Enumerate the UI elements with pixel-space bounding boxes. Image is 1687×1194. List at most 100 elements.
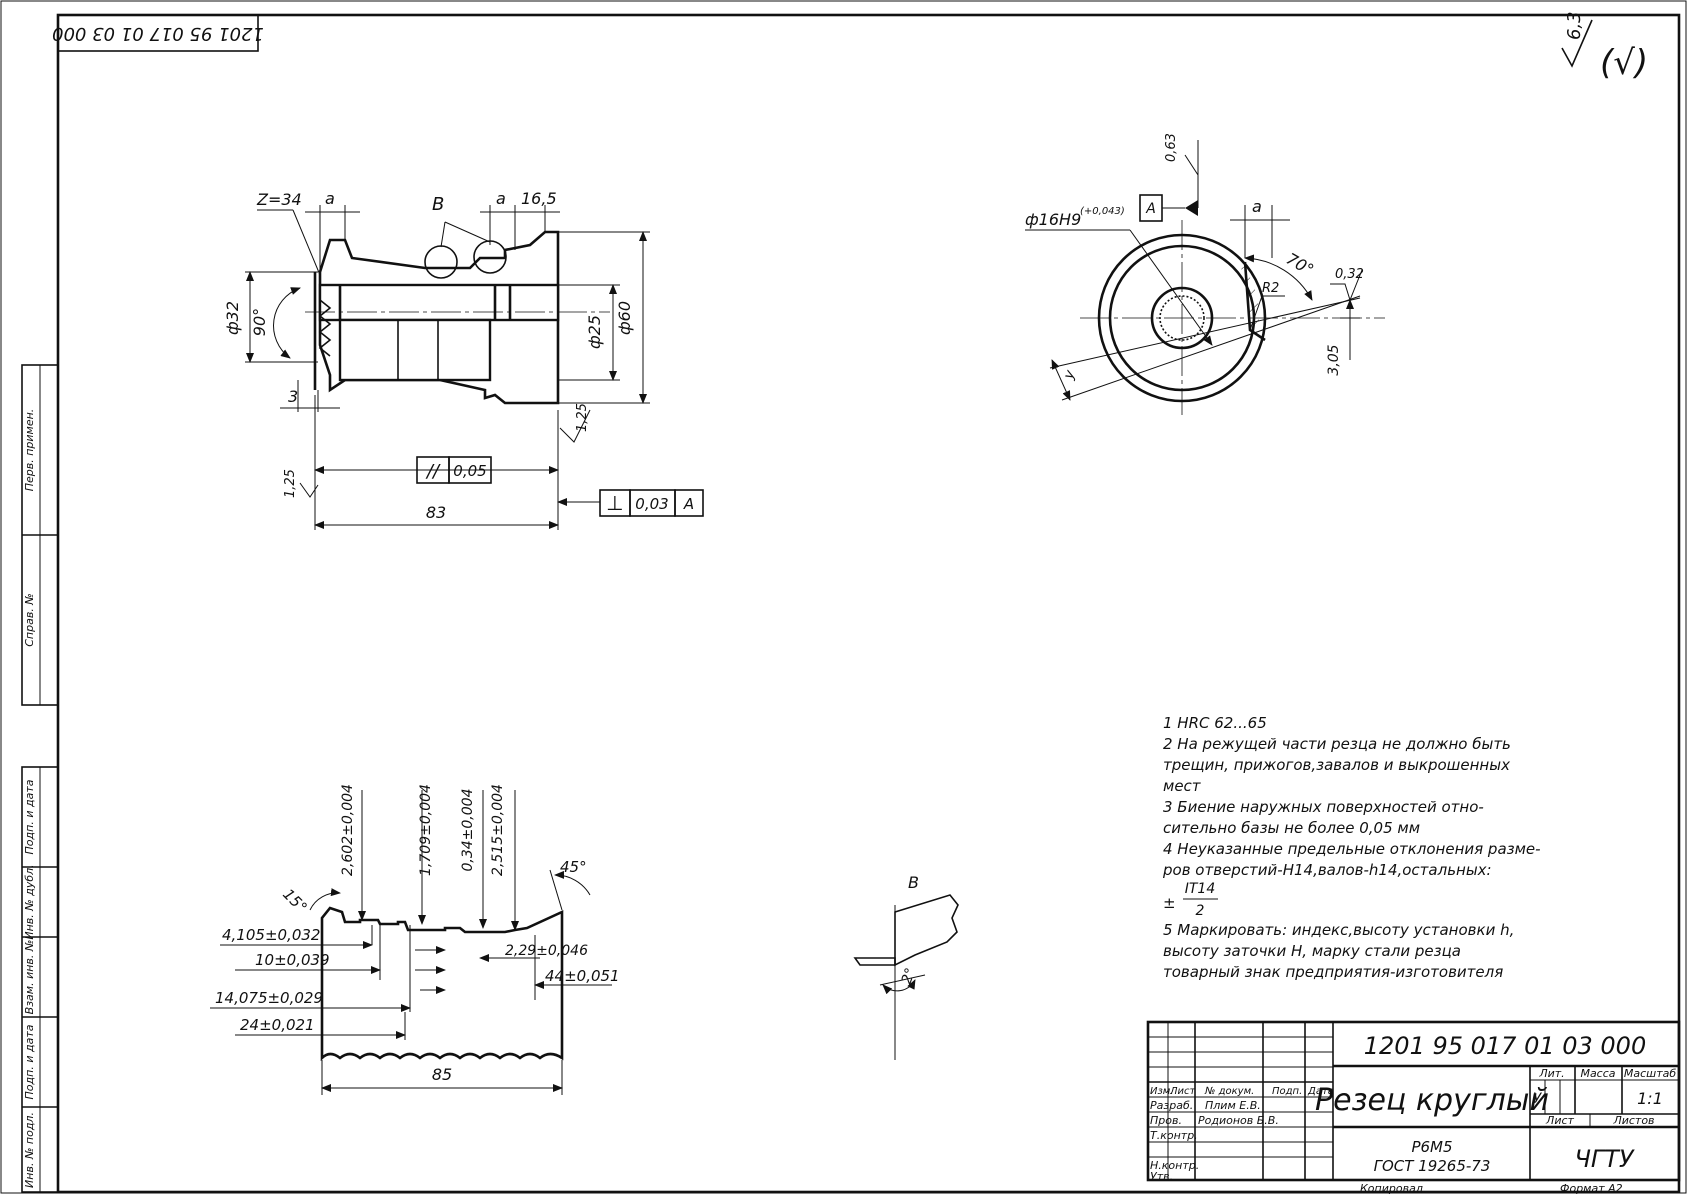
- technical-notes: 1 HRC 62...65 2 На режущей части резца н…: [1162, 714, 1541, 981]
- dim-3: 3: [288, 387, 298, 406]
- tb-material-1: Р6М5: [1411, 1138, 1452, 1156]
- tb-row-tkontr: Т.контр.: [1150, 1129, 1198, 1142]
- tb-copied: Копировал: [1360, 1182, 1423, 1194]
- dim-305: 3,05: [1326, 344, 1342, 375]
- dim-d25: ф25: [585, 315, 604, 349]
- angle-15: 15°: [279, 885, 311, 917]
- profile-dim-85: 85: [432, 1065, 452, 1084]
- rough-063: 0,63: [1164, 133, 1179, 162]
- hole-dim: ф16H9: [1025, 210, 1081, 229]
- perp-base: A: [683, 495, 694, 513]
- profile-dim-l3: 24±0,021: [240, 1016, 315, 1034]
- teeth-note: Z=34: [256, 190, 302, 209]
- tb-scale-label: Масштаб: [1624, 1067, 1676, 1080]
- dim-a-right: a: [496, 189, 506, 208]
- tb-lit-label: Лит.: [1538, 1067, 1564, 1080]
- angle-45: 45°: [560, 858, 587, 876]
- profile-view: 2,602±0,004 1,709±0,004 0,34±0,004 2,515…: [210, 784, 620, 1095]
- strip-label-vzam: Взам. инв. №: [23, 940, 36, 1015]
- note-fraction-den: 2: [1196, 903, 1205, 919]
- rough-right: 1,25: [575, 403, 590, 432]
- angle-90: 90°: [250, 308, 269, 336]
- tb-name: Резец круглый: [1315, 1083, 1549, 1118]
- profile-dim-v0: 2,602±0,004: [340, 784, 356, 876]
- strip-label-dubl: Инв. № дубл.: [23, 864, 36, 939]
- main-section-view: B Z=34 a a 16,5 ф32 90° 3 ф2: [223, 189, 704, 530]
- end-view: A 0,63 ф16H9 (+0,043) a 70° R2 0,32 3,05: [1025, 133, 1385, 415]
- dim-y: y: [1060, 367, 1078, 382]
- tb-col-podp: Подп.: [1272, 1086, 1302, 1097]
- note-line-0: 1 HRC 62...65: [1163, 714, 1267, 732]
- perp-tol: 0,03: [635, 495, 668, 513]
- parallel-tol: 0,05: [453, 462, 486, 480]
- end-dim-a: a: [1252, 197, 1262, 216]
- tb-col-izm: Изм.: [1150, 1086, 1174, 1097]
- profile-dim-l1: 10±0,039: [255, 951, 330, 969]
- stamp-number: 1201 95 017 01 03 000: [52, 23, 264, 44]
- note-line-9: 5 Маркировать: индекс,высоту установки h…: [1163, 921, 1514, 939]
- profile-dim-v1: 1,709±0,004: [418, 784, 434, 876]
- tb-row-nkontr: Н.контр.: [1150, 1159, 1199, 1172]
- side-strip: Перв. примен. Справ. № Подп. и дата Инв.…: [21, 364, 59, 1193]
- label-b: B: [432, 194, 444, 215]
- profile-dim-v2: 0,34±0,004: [460, 789, 476, 872]
- note-line-5: сительно базы не более 0,05 мм: [1163, 819, 1420, 837]
- base-a: A: [1145, 201, 1156, 217]
- profile-dim-l2: 14,075±0,029: [215, 989, 323, 1007]
- profile-dim-v3: 2,515±0,004: [490, 784, 506, 876]
- strip-label-perv: Перв. примен.: [23, 409, 36, 492]
- tb-col-doc: № докум.: [1204, 1086, 1254, 1097]
- detail-b-view: B 2°: [853, 873, 959, 1060]
- tb-mass-label: Масса: [1580, 1067, 1615, 1080]
- note-fraction-num: IT14: [1185, 881, 1216, 897]
- tb-col-list: Лист: [1169, 1086, 1197, 1097]
- note-line-10: высоту заточки H, марку стали резца: [1163, 942, 1461, 960]
- dim-83: 83: [426, 503, 446, 522]
- note-line-11: товарный знак предприятия-изготовителя: [1163, 963, 1503, 981]
- tb-row-razrab: Разраб.: [1150, 1099, 1193, 1112]
- rough-left: 1,25: [283, 469, 298, 498]
- tb-material-2: ГОСТ 19265-73: [1374, 1157, 1491, 1175]
- note-line-8: ±: [1163, 894, 1176, 912]
- tb-checker: Родионов Б.В.: [1198, 1114, 1279, 1127]
- tb-lit-value: У: [1533, 1091, 1543, 1107]
- strip-label-sprav: Справ. №: [23, 593, 36, 647]
- profile-dim-right: 44±0,051: [545, 967, 620, 985]
- dim-d32: ф32: [223, 301, 242, 335]
- profile-dim-l0: 4,105±0,032: [222, 926, 320, 944]
- hole-tol: (+0,043): [1080, 206, 1125, 217]
- tb-row-utv: Утв.: [1150, 1170, 1173, 1183]
- tb-org: ЧГТУ: [1574, 1145, 1634, 1173]
- title-block: 1201 95 017 01 03 000 Резец круглый Р6М5…: [1146, 1020, 1681, 1194]
- strip-label-podp2: Подп. и дата: [23, 1024, 36, 1099]
- tb-sheet-label: Лист: [1545, 1114, 1574, 1127]
- tb-developer: Плим Е.В.: [1205, 1099, 1261, 1112]
- tb-row-prov: Пров.: [1150, 1114, 1182, 1127]
- tb-format: Формат А2: [1560, 1182, 1623, 1194]
- roughness-bracket: (√): [1600, 43, 1648, 83]
- note-line-1: 2 На режущей части резца не должно быть: [1163, 735, 1511, 753]
- stamp-box: 1201 95 017 01 03 000: [52, 14, 264, 52]
- dim-d60: ф60: [615, 301, 634, 335]
- angle-70: 70°: [1283, 249, 1317, 280]
- strip-label-podp1: Подп. и дата: [23, 779, 36, 854]
- perp-symbol: ⊥: [606, 491, 623, 515]
- rough-032: 0,32: [1335, 267, 1364, 282]
- radius-r2: R2: [1262, 281, 1279, 296]
- roughness-value: 6,3: [1564, 11, 1585, 40]
- strip-label-podl: Инв. № подл.: [23, 1112, 36, 1188]
- parallel-symbol: //: [425, 461, 441, 482]
- note-line-4: 3 Биение наружных поверхностей отно-: [1163, 798, 1484, 816]
- note-line-6: 4 Неуказанные предельные отклонения разм…: [1163, 840, 1541, 858]
- detail-angle: 2°: [899, 966, 919, 986]
- profile-hatch: [320, 906, 564, 1062]
- note-line-2: трещин, прижогов,завалов и выкрошенных: [1163, 756, 1510, 774]
- tb-scale-value: 1:1: [1637, 1089, 1663, 1108]
- note-line-3: мест: [1163, 777, 1202, 795]
- general-roughness: 6,3 (√): [1561, 11, 1648, 83]
- note-line-7: ров отверстий-H14,валов-h14,остальных:: [1162, 861, 1492, 879]
- tb-col-date: Дата: [1307, 1086, 1334, 1097]
- tb-doc-number: 1201 95 017 01 03 000: [1364, 1032, 1646, 1060]
